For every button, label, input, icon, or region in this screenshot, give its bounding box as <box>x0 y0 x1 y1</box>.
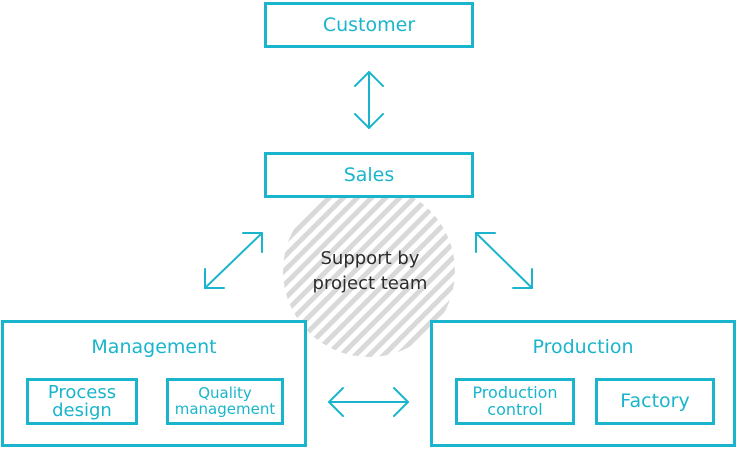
customer-box: Customer <box>264 2 474 48</box>
quality-management-label: Quality management <box>174 383 276 418</box>
production-control-line2: control <box>487 399 543 419</box>
quality-management-line1: Quality <box>198 383 252 402</box>
process-design-line2: design <box>52 399 112 421</box>
project-team-line2: project team <box>312 273 428 294</box>
management-group: Management Process design Quality manage… <box>1 320 307 447</box>
process-design-label: Process design <box>47 381 117 421</box>
production-control-label: Production control <box>472 382 558 419</box>
quality-management-box: Quality management <box>166 378 284 425</box>
customer-label: Customer <box>322 14 416 36</box>
management-production-arrow-icon <box>328 387 409 417</box>
project-team-circle <box>283 185 455 357</box>
quality-management-line2: management <box>174 399 276 418</box>
sales-label: Sales <box>343 164 395 186</box>
factory-box: Factory <box>595 378 715 425</box>
project-team-label: Support by project team <box>284 203 456 339</box>
process-design-box: Process design <box>26 378 138 425</box>
production-title: Production <box>532 336 634 358</box>
factory-label: Factory <box>620 390 690 412</box>
production-control-box: Production control <box>455 378 575 425</box>
process-design-line1: Process <box>47 381 117 403</box>
customer-sales-arrow-icon <box>354 71 384 129</box>
production-group: Production Production control Factory <box>430 320 736 447</box>
production-control-line1: Production <box>472 382 558 402</box>
sales-management-arrow-icon <box>204 232 263 289</box>
sales-production-arrow-icon <box>475 232 533 289</box>
management-title: Management <box>91 336 217 358</box>
sales-box: Sales <box>264 152 474 198</box>
project-team-line1: Support by <box>320 248 420 269</box>
